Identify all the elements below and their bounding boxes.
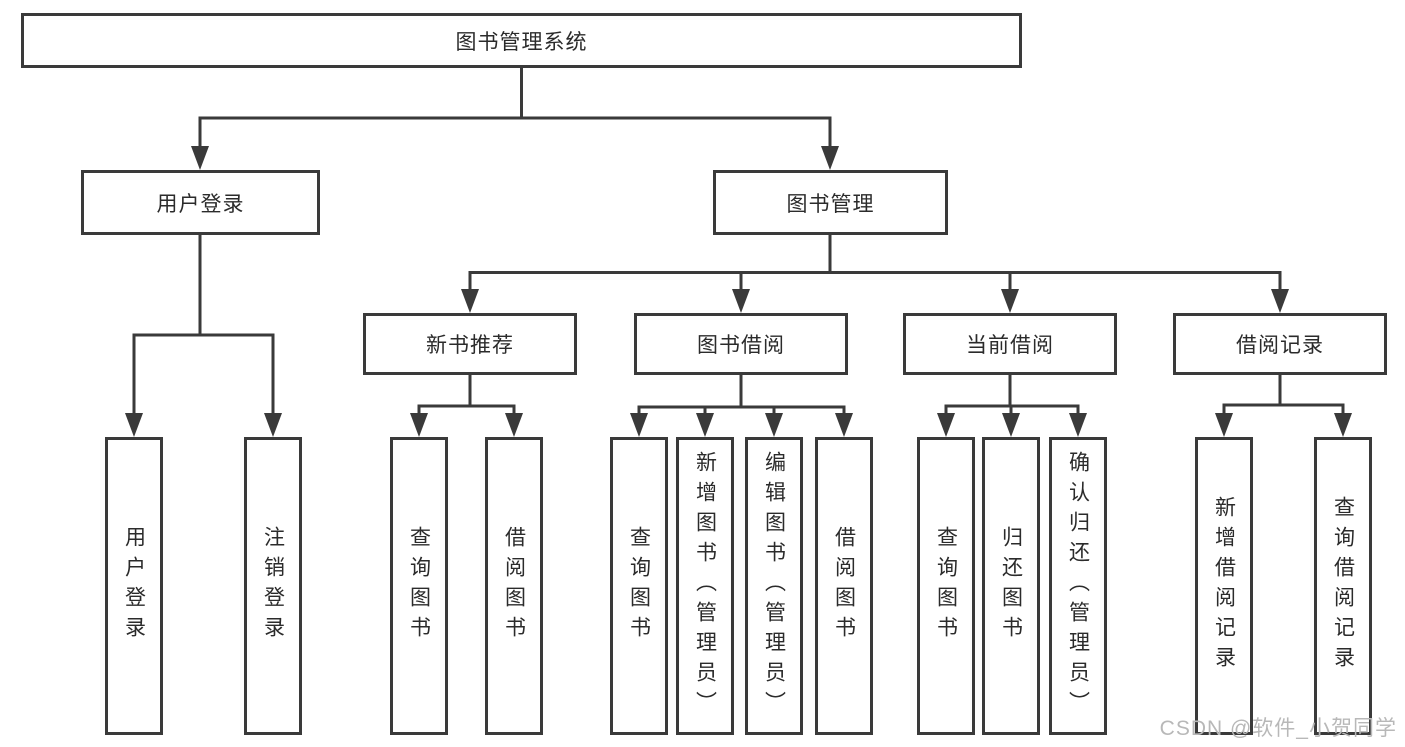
node-label: 借阅图书 [832,526,856,646]
node-label: 借阅记录 [1236,334,1324,357]
node-label: 当前借阅 [966,334,1054,357]
node-user-login: 用户登录 [81,170,320,235]
node-book-borrow: 图书借阅 [634,313,848,375]
leaf-add-book-admin: 新增图书（管理员） [676,437,734,735]
leaf-user-login: 用户登录 [105,437,163,735]
leaf-borrow-books: 借阅图书 [815,437,873,735]
leaf-logout: 注销登录 [244,437,302,735]
node-label: 图书管理 [786,192,875,216]
leaf-query-borrow-record: 查询借阅记录 [1314,437,1372,735]
node-label: 新增借阅记录 [1212,496,1236,676]
node-label: 用户登录 [122,526,146,646]
node-label: 新书推荐 [426,334,514,357]
leaf-query-books-borrow: 查询图书 [610,437,668,735]
node-label: 查询借阅记录 [1331,496,1355,676]
node-label: 借阅图书 [502,526,526,646]
node-label: 确认归还（管理员） [1066,451,1090,721]
leaf-return-books: 归还图书 [982,437,1040,735]
node-library-management-system: 图书管理系统 [21,13,1022,68]
node-label: 图书管理系统 [455,30,588,54]
node-label: 查询图书 [934,526,958,646]
node-label: 图书借阅 [697,334,785,357]
node-label: 归还图书 [999,526,1023,646]
node-book-management: 图书管理 [713,170,948,235]
node-new-book-recommend: 新书推荐 [363,313,577,375]
node-current-borrow: 当前借阅 [903,313,1117,375]
leaf-borrow-books-recommend: 借阅图书 [485,437,543,735]
leaf-edit-book-admin: 编辑图书（管理员） [745,437,803,735]
node-label: 查询图书 [627,526,651,646]
node-label: 查询图书 [407,526,431,646]
node-label: 用户登录 [156,192,245,216]
leaf-query-books-recommend: 查询图书 [390,437,448,735]
node-label: 新增图书（管理员） [693,451,717,721]
node-label: 注销登录 [261,526,285,646]
leaf-confirm-return-admin: 确认归还（管理员） [1049,437,1107,735]
csdn-watermark: CSDN @软件_小贺同学 [1159,717,1397,740]
node-borrow-records: 借阅记录 [1173,313,1387,375]
node-label: 编辑图书（管理员） [762,451,786,721]
leaf-query-books-current: 查询图书 [917,437,975,735]
leaf-add-borrow-record: 新增借阅记录 [1195,437,1253,735]
